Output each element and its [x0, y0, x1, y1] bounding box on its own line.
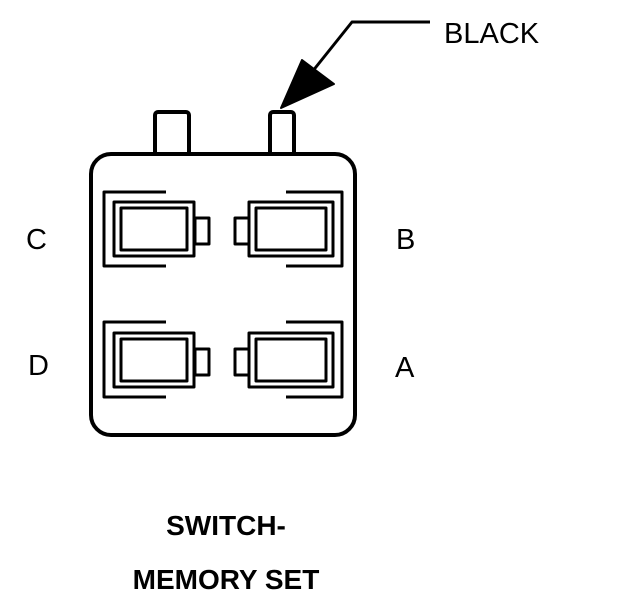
cavity-c [102, 190, 211, 268]
cavity-a [233, 320, 344, 399]
top-pin-left [153, 110, 191, 158]
terminal-label-c: C [26, 224, 47, 256]
terminal-label-b: B [396, 224, 415, 256]
leader-line [310, 20, 430, 73]
diagram-title-line-2: MEMORY SET [133, 564, 320, 595]
terminal-label-a: A [395, 352, 415, 384]
wire-color-label: BLACK [444, 18, 540, 50]
leader-arrowhead [280, 59, 335, 109]
top-pin-right-black-wire [268, 110, 296, 158]
diagram-title-line-1: SWITCH- [166, 510, 286, 541]
cavity-d [102, 320, 211, 399]
connector-body [89, 152, 357, 437]
cavity-b [233, 190, 344, 268]
terminal-label-d: D [28, 350, 49, 382]
